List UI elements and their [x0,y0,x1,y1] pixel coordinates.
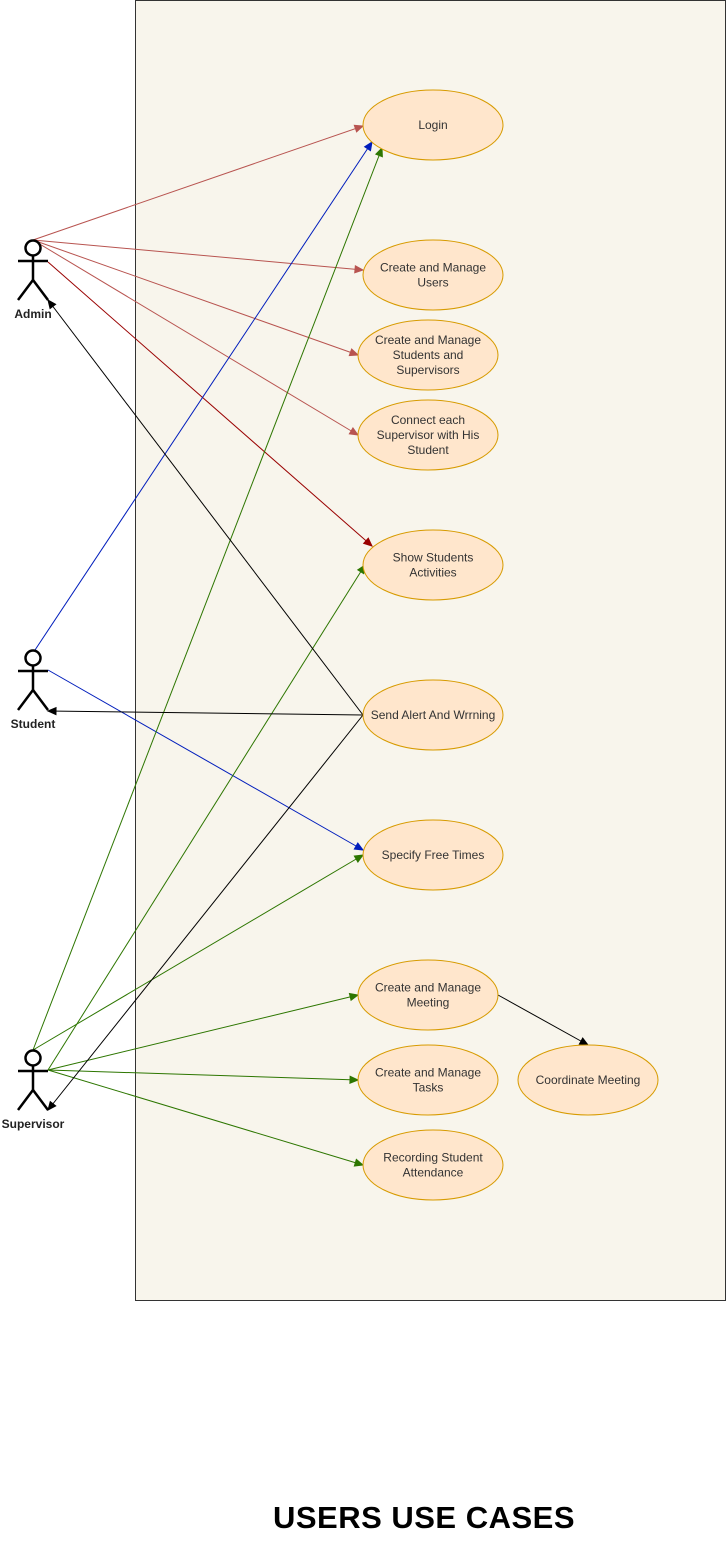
arrowhead [348,348,360,357]
use-case-label: Specify Free Times [382,848,485,862]
use-case-label: Tasks [413,1081,444,1095]
use-case-label: Connect each [391,413,465,427]
use-case-label: Create and Manage [375,1066,481,1080]
actor-label: Student [11,717,56,731]
link-admin-to-login [32,124,365,241]
arrowhead [374,146,383,158]
use-case-label: Create and Manage [380,261,486,275]
link-admin-to-manage-students-supervisors [32,239,360,357]
arrowhead [353,1158,365,1167]
link-student-to-login [34,140,373,651]
link-supervisor-to-free-times [32,854,365,1051]
arrowhead [353,842,365,851]
use-case-ellipse [357,959,499,1031]
actor-student[interactable]: Student [11,649,56,732]
link-supervisor-to-attendance [47,1069,365,1167]
use-case-label: Recording Student [383,1151,483,1165]
arrowhead [362,537,373,547]
link-send-alert-to-admin [47,299,364,716]
arrowhead [354,264,365,274]
use-case-ellipse [362,1129,504,1201]
use-case-label: Students and [393,348,464,362]
arrowhead [363,140,373,152]
use-case-ellipse [357,319,499,391]
use-case-send-alert[interactable]: Send Alert And Wrrning [362,679,504,751]
link-send-alert-to-student [46,706,364,716]
use-case-label: Login [418,118,447,132]
link-admin-to-connect-supervisor [32,239,360,436]
arrowhead [353,854,365,863]
actor-label: Admin [14,307,51,321]
use-case-label: Users [417,276,448,290]
use-case-label: Coordinate Meeting [536,1073,641,1087]
use-case-label: Create and Manage [375,333,481,347]
arrowhead [349,1075,360,1084]
link-student-to-free-times [47,669,365,851]
use-case-login[interactable]: Login [362,89,504,161]
arrowhead [47,299,57,310]
use-case-coordinate-meeting[interactable]: Coordinate Meeting [517,1044,659,1116]
actor-head [24,239,42,257]
link-send-alert-to-supervisor [47,714,364,1111]
link-supervisor-to-manage-meeting [47,992,360,1071]
arrowhead [46,706,57,716]
use-case-ellipse [362,529,504,601]
association-links [32,124,590,1167]
use-case-ellipse [362,819,504,891]
arrowhead [348,426,360,436]
use-case-ellipse [362,679,504,751]
actor-legs [17,687,49,711]
use-case-label: Supervisors [396,363,459,377]
use-case-ellipse [357,399,499,471]
arrowhead [47,1100,57,1111]
actor-supervisor[interactable]: Supervisor [2,1049,65,1132]
use-case-label: Meeting [407,996,450,1010]
actor-legs [17,1087,49,1111]
link-admin-to-show-activities [47,261,373,547]
actor-label: Supervisor [2,1117,65,1131]
link-supervisor-to-manage-tasks [47,1069,360,1084]
use-case-ellipse [362,239,504,311]
use-case-label: Create and Manage [375,981,481,995]
use-case-ellipse [357,1044,499,1116]
use-case-label: Student [407,443,449,457]
use-case-ellipse [517,1044,659,1116]
link-admin-to-manage-users [32,239,365,274]
link-supervisor-to-login [32,146,383,1051]
arrowhead [348,992,360,1002]
use-case-label: Attendance [403,1166,464,1180]
arrowhead [353,124,365,133]
use-case-label: Send Alert And Wrrning [371,708,496,722]
actor-head [24,649,42,667]
use-case-free-times[interactable]: Specify Free Times [362,819,504,891]
use-case-label: Activities [409,566,456,580]
use-case-label: Show Students [393,551,474,565]
actor-legs [17,277,49,301]
actor-head [24,1049,42,1067]
use-case-label: Supervisor with His [377,428,480,442]
diagram-title: USERS USE CASES [272,1500,576,1535]
use-case-ellipse [362,89,504,161]
actor-admin[interactable]: Admin [14,239,52,322]
